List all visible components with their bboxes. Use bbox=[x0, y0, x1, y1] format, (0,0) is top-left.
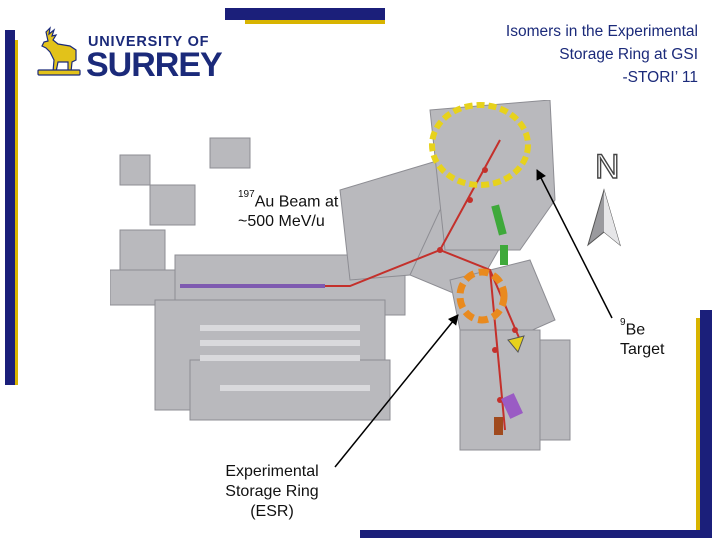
frame-bar-left bbox=[5, 30, 15, 385]
building-block bbox=[209, 137, 251, 169]
frame-accent-left bbox=[15, 40, 18, 385]
compass-north-label: N bbox=[595, 148, 620, 186]
frame-bar-right bbox=[700, 310, 712, 538]
frame-bar-top bbox=[225, 8, 385, 20]
fragment-separator-magnet bbox=[491, 204, 507, 236]
building-block bbox=[119, 154, 151, 186]
compass: N bbox=[587, 147, 621, 247]
target-label: 9Be Target bbox=[620, 316, 664, 360]
building-block bbox=[119, 229, 166, 271]
frame-accent-right bbox=[696, 318, 700, 538]
beam-label: 197Au Beam at ~500 MeV/u bbox=[238, 188, 338, 232]
slide-title: Isomers in the Experimental Storage Ring… bbox=[506, 20, 698, 89]
building-detail bbox=[200, 325, 360, 331]
title-line-3: -STORI’ 11 bbox=[622, 69, 698, 86]
experimental-cave bbox=[501, 393, 523, 419]
beamline-magnet bbox=[497, 397, 503, 403]
building-detail bbox=[200, 340, 360, 346]
target-label-line-2: Target bbox=[620, 341, 665, 359]
building-block bbox=[539, 339, 571, 441]
esr-label: Experimental Storage Ring (ESR) bbox=[218, 462, 326, 522]
target-label-line-1: Be bbox=[625, 321, 646, 339]
esr-label-line-2: Storage Ring bbox=[225, 483, 319, 500]
sis-synchrotron-ring bbox=[429, 102, 531, 188]
esr-label-line-1: Experimental bbox=[225, 463, 319, 480]
logo-text-surrey: SURREY bbox=[86, 46, 223, 84]
building-block bbox=[149, 184, 196, 226]
target-mass-number: 9 bbox=[620, 317, 626, 328]
title-line-1: Isomers in the Experimental bbox=[505, 23, 698, 40]
fragment-separator-magnet bbox=[500, 245, 508, 265]
detector bbox=[494, 417, 503, 435]
esr-storage-ring bbox=[456, 268, 508, 324]
target-area-marker bbox=[507, 335, 525, 353]
building-detail bbox=[200, 355, 360, 361]
beam-label-line-1: Au Beam at bbox=[254, 193, 339, 211]
beamline-magnet bbox=[437, 247, 443, 253]
stag-icon bbox=[37, 26, 81, 76]
beamline-magnet bbox=[492, 347, 498, 353]
frame-bar-bottom bbox=[360, 530, 712, 538]
logo-text-university-of: UNIVERSITY OF bbox=[88, 34, 210, 50]
esr-label-line-3: (ESR) bbox=[250, 503, 294, 520]
beamline-magnet bbox=[467, 197, 473, 203]
title-line-2: Storage Ring at GSI bbox=[559, 46, 698, 63]
beamline-magnet bbox=[512, 327, 518, 333]
beam-mass-number: 197 bbox=[238, 189, 255, 200]
gsi-facility-diagram: N bbox=[110, 100, 621, 451]
building-detail bbox=[220, 385, 370, 391]
university-logo: UNIVERSITY OF SURREY bbox=[32, 24, 232, 84]
beam-label-line-2: ~500 MeV/u bbox=[238, 213, 325, 231]
beamline-magnet bbox=[482, 167, 488, 173]
frame-accent-top bbox=[245, 20, 385, 24]
